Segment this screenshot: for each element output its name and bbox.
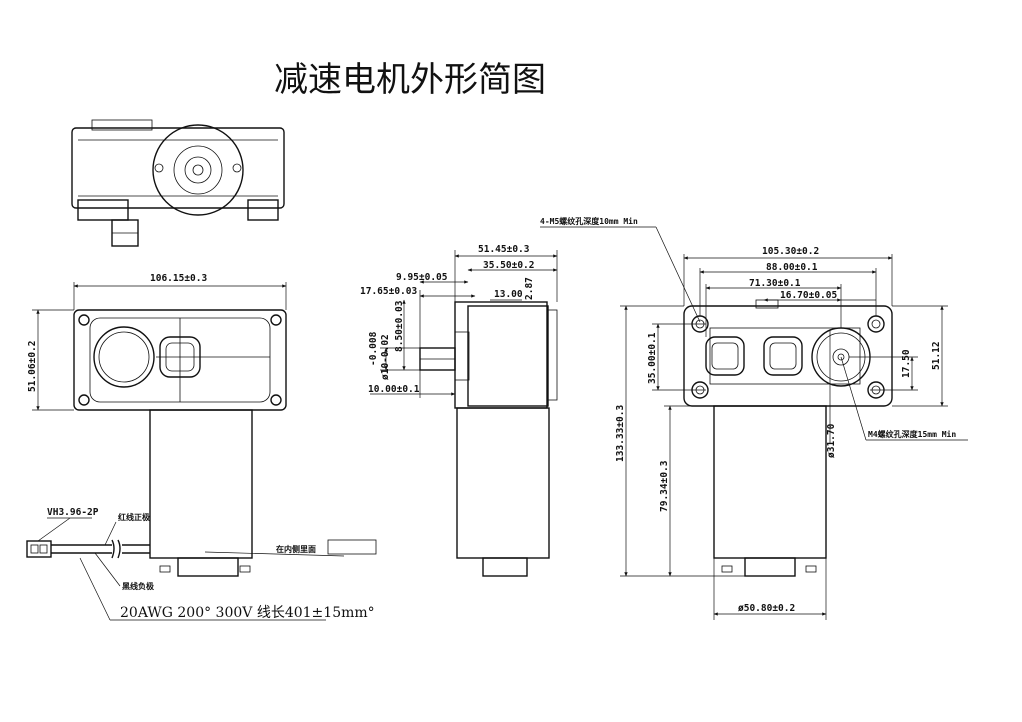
wire-assembly: VH3.96-2P 红线正极 黑线负极 20AWG 200° 300V 线长40… [26, 507, 377, 621]
dim-side-10: 10.00±0.1 [368, 384, 420, 395]
right-front-view: 4-M5螺纹孔深度10mm Min 105.30±0.2 88.00±0.1 7… [540, 216, 968, 620]
dim-height-5106: 51.06±0.2 [27, 341, 38, 392]
page-title: 减速电机外形简图 [274, 60, 546, 100]
dim-side-3550: 35.50±0.2 [483, 260, 534, 271]
dim-side-shaft: ø10-0.02 [380, 334, 391, 380]
dim-right-7130: 71.30±0.1 [749, 278, 801, 289]
dim-side-995: 9.95±0.05 [396, 272, 448, 283]
dim-side-287: 2.87 [524, 277, 535, 300]
dim-right-3170: ø31.70 [826, 423, 837, 458]
dim-width-10615: 106.15±0.3 [150, 273, 207, 284]
dim-side-shaft-tol: -0.008 [368, 331, 379, 366]
dim-right-1670: 16.70±0.05 [780, 290, 837, 301]
dim-side-overall: 51.45±0.3 [478, 244, 530, 255]
red-wire-label: 红线正极 [118, 512, 150, 522]
dim-right-7934: 79.34±0.3 [659, 460, 670, 512]
dim-side-1765: 17.65±0.03 [360, 286, 417, 297]
dim-right-35: 35.00±0.1 [647, 332, 658, 384]
sticker-note: 在内侧里面 [276, 544, 316, 554]
dim-right-1750: 17.50 [901, 349, 912, 378]
left-front-view: 106.15±0.3 51.06±0.2 [27, 273, 287, 577]
dim-right-5080: ø50.80±0.2 [738, 603, 795, 614]
dim-right-5112: 51.12 [931, 341, 942, 370]
connector-label: VH3.96-2P [47, 507, 99, 518]
dim-right-10530: 105.30±0.2 [762, 246, 819, 257]
side-view: 51.45±0.3 35.50±0.2 9.95±0.05 17.65±0.03… [360, 244, 558, 577]
dim-right-13333: 133.33±0.3 [615, 405, 626, 462]
dim-right-88: 88.00±0.1 [766, 262, 818, 273]
dim-side-13: 13.00 [494, 289, 523, 300]
note-m5-holes: 4-M5螺纹孔深度10mm Min [540, 216, 638, 226]
top-view [71, 119, 285, 247]
wire-spec-note: 20AWG 200° 300V 线长401±15mm° [120, 605, 375, 621]
note-m4-hole: M4螺纹孔深度15mm Min [868, 429, 956, 439]
black-wire-label: 黑线负极 [122, 581, 154, 591]
dim-side-850: 8.50±0.03 [394, 300, 405, 352]
